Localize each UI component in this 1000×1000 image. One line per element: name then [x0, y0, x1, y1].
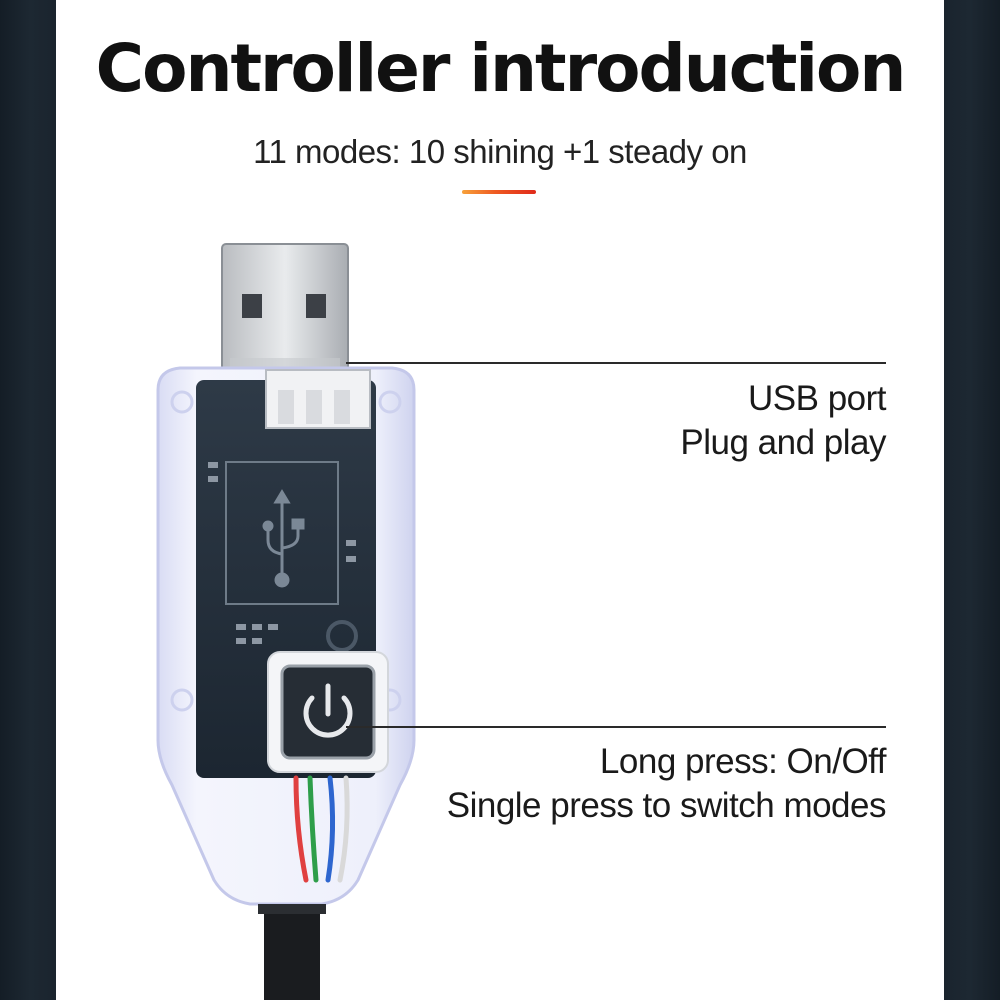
callout-button: Long press: On/Off Single press to switc…: [446, 740, 887, 828]
usb-controller-illustration: [156, 243, 416, 1000]
callout-leader-button: [346, 726, 886, 728]
usb-plug: [221, 243, 349, 379]
callout-button-line-1: Long press: On/Off: [599, 742, 887, 781]
callout-button-line-2: Single press to switch modes: [446, 786, 887, 825]
page-title: Controller introduction: [95, 30, 907, 107]
title-accent-bar: [462, 190, 536, 194]
cable-wires: [293, 775, 350, 883]
page-subtitle: 11 modes: 10 shining +1 steady on: [253, 133, 747, 170]
mode-button: [267, 651, 389, 773]
callout-usb-line-1: USB port: [748, 379, 886, 418]
callout-usb-line-2: Plug and play: [680, 423, 886, 462]
callout-usb-port: USB port Plug and play: [680, 377, 886, 465]
callout-leader-usb: [346, 362, 886, 364]
cable: [264, 904, 320, 1000]
content-panel: Controller introduction 11 modes: 10 shi…: [56, 0, 944, 1000]
power-icon: [303, 683, 353, 738]
usb-icon: [262, 489, 305, 588]
